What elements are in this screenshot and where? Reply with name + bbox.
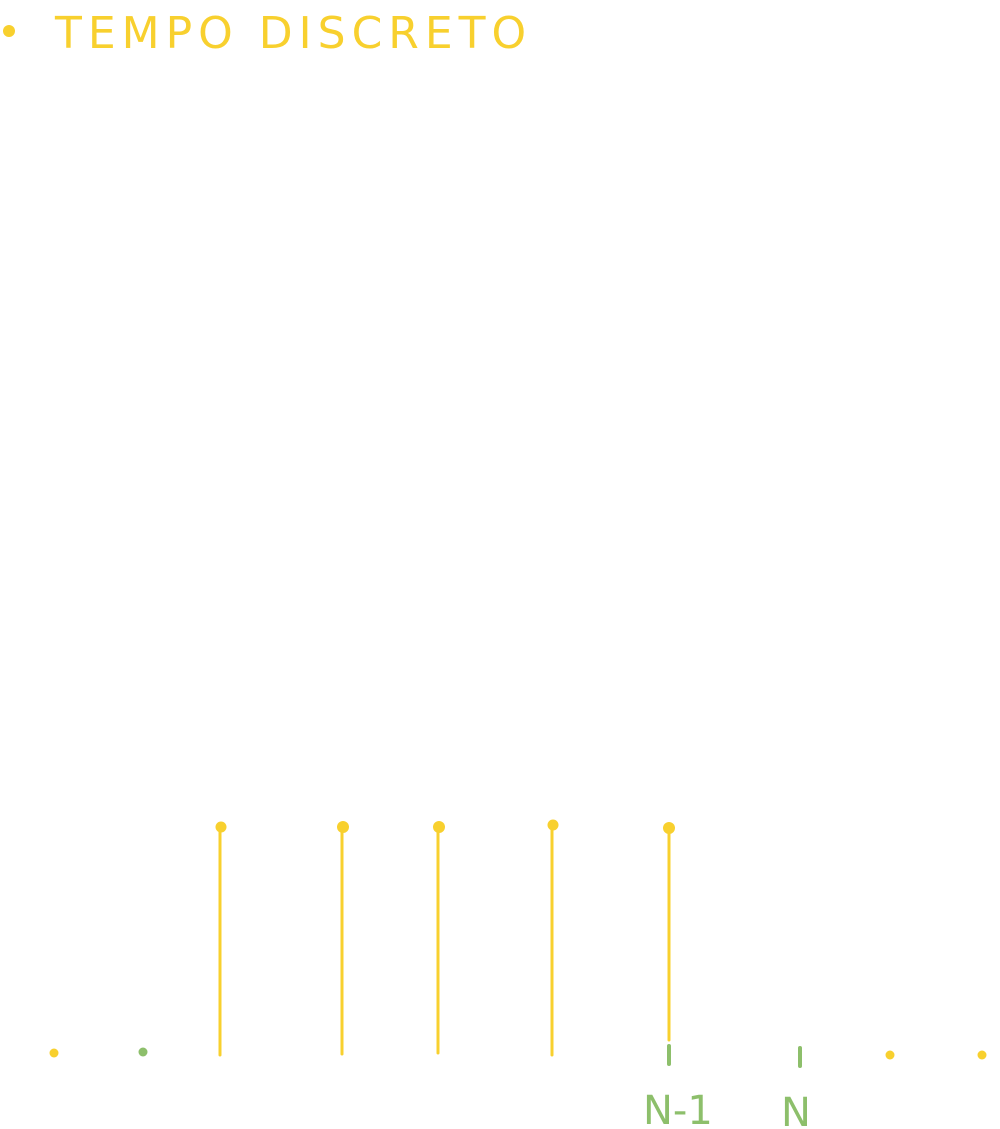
bullet-dot [3,25,15,37]
right-ellipsis-dot-1 [885,1050,895,1060]
stem-1 [215,821,227,1057]
label-n: N [781,1090,811,1129]
stem-2 [337,821,349,1056]
left-ellipsis-dot-2 [138,1047,148,1057]
stem-5 [663,822,675,1042]
right-ellipsis-dot-2 [977,1050,987,1060]
left-ellipsis-dot-1 [49,1048,59,1058]
stem-3 [433,821,445,1055]
diagram-title: TEMPO DISCRETO [54,8,532,59]
stem-4 [547,819,559,1057]
label-n-minus-1: N-1 [643,1088,713,1129]
